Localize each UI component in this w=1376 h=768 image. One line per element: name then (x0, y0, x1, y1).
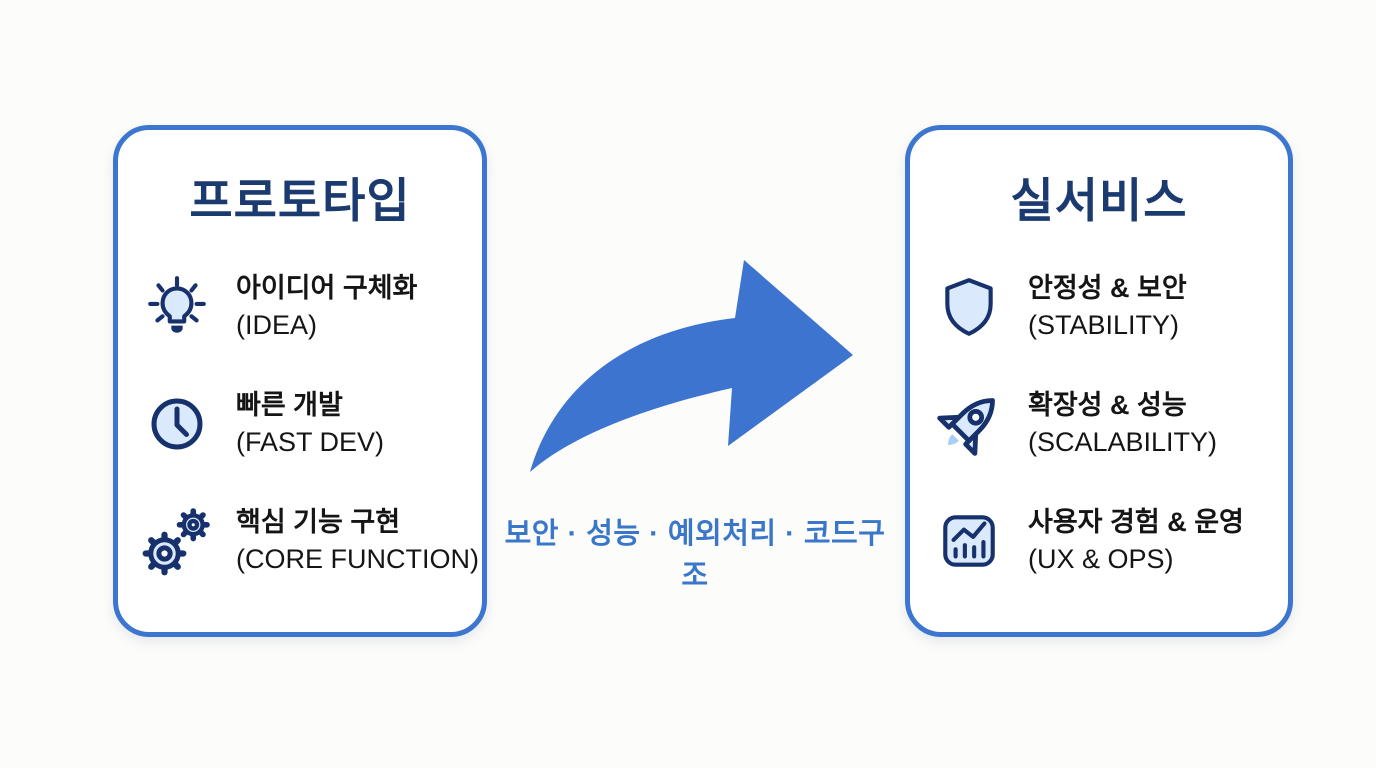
item-sublabel: (CORE FUNCTION) (236, 544, 479, 574)
prototype-item-list: 아이디어 구체화 (IDEA) 빠른 개발 (FAST DEV) (118, 265, 482, 583)
list-item: 안정성 & 보안 (STABILITY) (910, 265, 1288, 349)
item-text: 핵심 기능 구현 (CORE FUNCTION) (236, 504, 479, 579)
transition-label: 보안 · 성능 · 예외처리 · 코드구조 (504, 518, 886, 592)
list-item: 사용자 경험 & 운영 (UX & OPS) (910, 499, 1288, 583)
shield-icon (910, 274, 1028, 340)
item-sublabel: (UX & OPS) (1028, 544, 1174, 574)
rocket-icon (910, 386, 1028, 462)
item-text: 사용자 경험 & 운영 (UX & OPS) (1028, 504, 1244, 579)
item-label: 확장성 & 성능 (1028, 389, 1187, 420)
gears-icon (118, 501, 236, 581)
item-label: 아이디어 구체화 (236, 272, 418, 303)
item-text: 확장성 & 성능 (SCALABILITY) (1028, 387, 1217, 462)
item-text: 안정성 & 보안 (STABILITY) (1028, 270, 1187, 345)
list-item: 확장성 & 성능 (SCALABILITY) (910, 382, 1288, 466)
item-sublabel: (STABILITY) (1028, 310, 1180, 340)
item-sublabel: (SCALABILITY) (1028, 427, 1218, 457)
production-card: 실서비스 안정성 & 보안 (STABILITY) (905, 125, 1293, 637)
list-item: 아이디어 구체화 (IDEA) (118, 265, 482, 349)
item-sublabel: (FAST DEV) (236, 427, 385, 457)
item-text: 빠른 개발 (FAST DEV) (236, 387, 384, 462)
prototype-card: 프로토타입 (113, 125, 487, 637)
item-sublabel: (IDEA) (236, 310, 317, 340)
item-text: 아이디어 구체화 (IDEA) (236, 270, 417, 345)
item-label: 빠른 개발 (236, 389, 343, 420)
production-item-list: 안정성 & 보안 (STABILITY) (910, 265, 1288, 583)
list-item: 핵심 기능 구현 (CORE FUNCTION) (118, 499, 482, 583)
list-item: 빠른 개발 (FAST DEV) (118, 382, 482, 466)
production-card-title: 실서비스 (1010, 174, 1188, 227)
item-label: 안정성 & 보안 (1028, 272, 1187, 303)
transition-arrow (520, 250, 860, 480)
lightbulb-icon (118, 274, 236, 340)
clock-icon (118, 392, 236, 456)
item-label: 핵심 기능 구현 (236, 506, 401, 537)
item-label: 사용자 경험 & 운영 (1028, 506, 1244, 537)
bar-chart-icon (910, 508, 1028, 574)
prototype-card-title: 프로토타입 (189, 174, 411, 227)
